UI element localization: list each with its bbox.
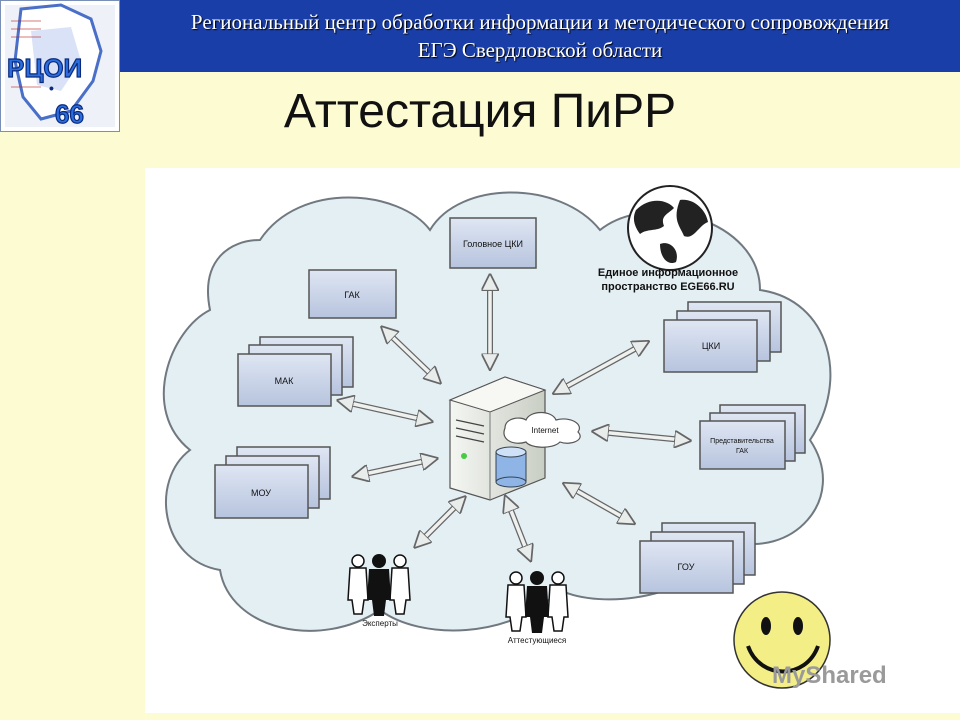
node-predstavitelstva-gak: Представительства ГАК xyxy=(699,404,806,470)
network-diagram: Головное ЦКИ ГАК МАК МОУ ЦКИ xyxy=(145,168,960,713)
svg-text:ГОУ: ГОУ xyxy=(678,562,695,572)
svg-text:Представительства: Представительства xyxy=(710,438,774,445)
node-mak: МАК xyxy=(237,336,354,407)
node-mou: МОУ xyxy=(214,446,331,519)
smiley-icon xyxy=(733,591,831,689)
label-experts: Эксперты xyxy=(362,619,398,628)
database-icon xyxy=(495,446,527,488)
logo-text-rcoi: РЦОИ xyxy=(7,53,82,83)
svg-text:•: • xyxy=(49,80,54,96)
slide-title: Аттестация ПиРР xyxy=(283,85,677,138)
globe-icon xyxy=(627,185,713,271)
people-attestuyuschiesya-icon xyxy=(505,571,569,633)
logo-text-66: 66 xyxy=(55,99,84,129)
svg-text:ГАК: ГАК xyxy=(344,290,360,300)
svg-text:Головное ЦКИ: Головное ЦКИ xyxy=(463,239,523,249)
svg-text:Internet: Internet xyxy=(531,426,559,435)
internet-cloud-icon: Internet xyxy=(503,411,581,448)
watermark-myshared: MyShared xyxy=(772,662,887,689)
label-attestuyuschiesya: Аттестующиеся xyxy=(508,636,566,645)
node-golovnoe-cki: Головное ЦКИ xyxy=(449,217,537,269)
header-line-1: Региональный центр обработки информации … xyxy=(190,10,890,34)
node-gou: ГОУ xyxy=(639,522,756,594)
svg-text:ГАК: ГАК xyxy=(736,448,749,455)
header-banner: Региональный центр обработки информации … xyxy=(120,0,960,72)
rcoi-logo: РЦОИ • 66 xyxy=(0,0,120,132)
node-cki: ЦКИ xyxy=(663,301,782,373)
svg-text:ЦКИ: ЦКИ xyxy=(702,341,720,351)
info-space-line-2: пространство EGE66.RU xyxy=(601,281,734,293)
header-line-2: ЕГЭ Свердловской области xyxy=(417,38,663,62)
node-gak: ГАК xyxy=(308,269,397,319)
info-space-line-1: Единое информационное xyxy=(598,267,738,279)
svg-text:МАК: МАК xyxy=(275,376,295,386)
svg-text:МОУ: МОУ xyxy=(251,488,271,498)
people-experts-icon xyxy=(347,554,411,616)
